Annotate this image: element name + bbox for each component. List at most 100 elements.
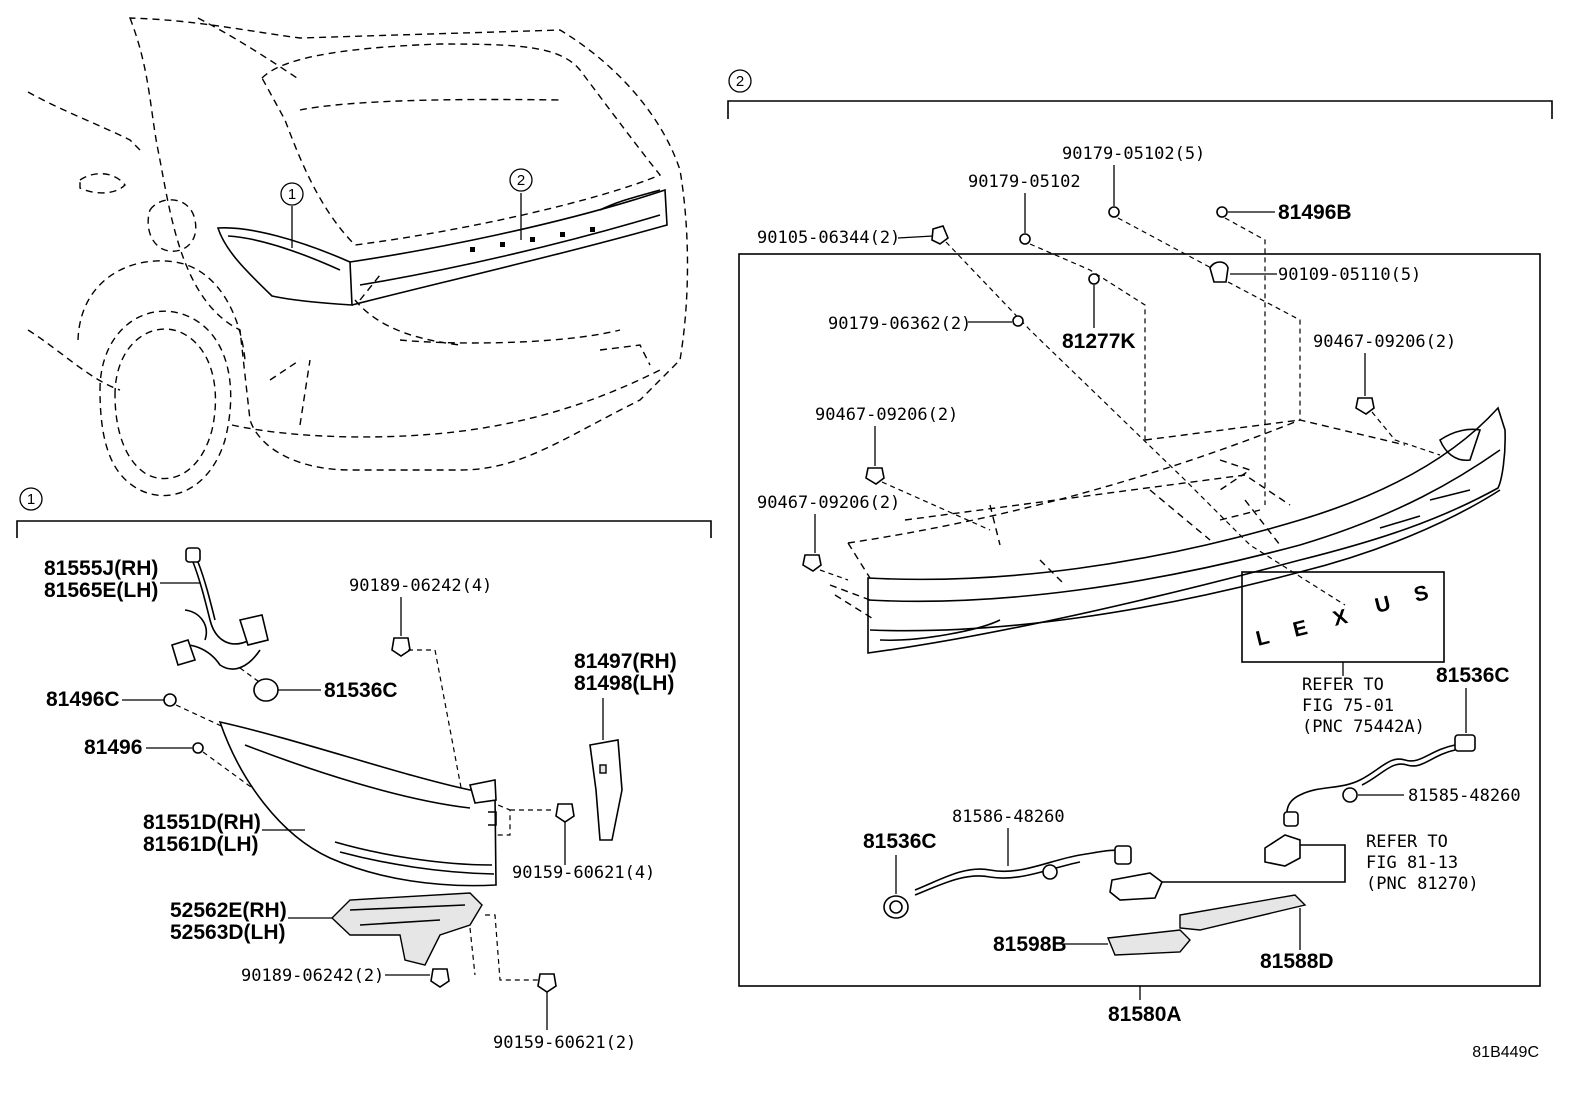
lamp-socket-right bbox=[1264, 834, 1301, 867]
connector-left bbox=[1114, 845, 1132, 865]
label-90179-06362-2: 90179-06362(2) bbox=[828, 314, 971, 334]
refer-1-line-3: (PNC 75442A) bbox=[1302, 717, 1425, 737]
harness-clip-left bbox=[1042, 864, 1058, 880]
rear-garnish-part bbox=[829, 406, 1506, 654]
callout-circle-2-section bbox=[728, 69, 752, 93]
connector-right bbox=[1283, 811, 1299, 827]
lamp-socket-left bbox=[1109, 872, 1163, 901]
section-2: 2 90179-05102(5) bbox=[727, 69, 1553, 1026]
label-81496: 81496 bbox=[84, 736, 142, 759]
emblem-letter-u: U bbox=[1373, 592, 1393, 618]
nut-81496B bbox=[1216, 206, 1228, 218]
grommet-81536C-left-inner bbox=[889, 900, 903, 914]
label-81536C-s1: 81536C bbox=[324, 679, 398, 702]
label-81580A: 81580A bbox=[1108, 1003, 1182, 1026]
screw-90105-06344 bbox=[931, 225, 949, 245]
label-52563D: 52563D(LH) bbox=[170, 921, 286, 944]
label-90105-06344-2: 90105-06344(2) bbox=[757, 228, 900, 248]
screw-90159-60621-2 bbox=[537, 973, 557, 993]
label-81498: 81498(LH) bbox=[574, 672, 674, 695]
license-harness-left: 81586-48260 81536C bbox=[863, 807, 1163, 919]
harness-connector-top bbox=[185, 547, 201, 563]
part-81598B bbox=[1106, 929, 1191, 956]
lexus-emblem: L E X U S REFER TO FIG 75-01 (PNC 75442A… bbox=[1241, 571, 1445, 737]
wire-harness-81555J bbox=[171, 547, 269, 670]
harness-connector-side bbox=[238, 614, 269, 646]
refer-2-line-1: REFER TO bbox=[1366, 832, 1448, 852]
callout-circle-2-car bbox=[509, 168, 533, 192]
lamp-connector bbox=[468, 779, 497, 804]
nut-90179-06362 bbox=[1012, 315, 1024, 327]
figure-code: 81B449C bbox=[1472, 1044, 1539, 1061]
part-81497-slot bbox=[599, 764, 607, 774]
label-81496C: 81496C bbox=[46, 688, 120, 711]
nut-90179-05102-5 bbox=[1108, 206, 1120, 218]
grommet-81536C bbox=[253, 678, 279, 702]
callout-circle-1-section bbox=[19, 487, 43, 511]
label-81561D: 81561D(LH) bbox=[143, 833, 259, 856]
callout-1-section-label: 1 bbox=[27, 491, 35, 508]
refer-2-line-2: FIG 81-13 bbox=[1366, 853, 1458, 873]
nut-81496C bbox=[163, 693, 177, 707]
label-90159-60621-4: 90159-60621(4) bbox=[512, 863, 655, 883]
screw-90189-06242-4 bbox=[391, 637, 411, 657]
s2-bottom-parts: 81598B 81588D 81580A bbox=[993, 894, 1334, 1026]
label-81585-48260: 81585-48260 bbox=[1408, 786, 1521, 806]
clip-90109-05110 bbox=[1209, 261, 1229, 283]
part-81497 bbox=[589, 739, 623, 841]
vehicle-rear-illustration: 1 2 bbox=[27, 17, 689, 497]
part-52562E bbox=[330, 892, 483, 966]
callout-2-section-label: 2 bbox=[736, 73, 744, 90]
nut-90179-05102 bbox=[1019, 233, 1031, 245]
label-81536C-left: 81536C bbox=[863, 830, 937, 853]
emblem-letter-x: X bbox=[1331, 605, 1350, 631]
label-81277K: 81277K bbox=[1062, 330, 1136, 353]
clip-90467-09206-middle bbox=[865, 467, 885, 485]
label-90467-09206-2-middle: 90467-09206(2) bbox=[815, 405, 958, 425]
label-81551D: 81551D(RH) bbox=[143, 811, 261, 834]
section-2-bracket bbox=[727, 100, 1553, 119]
label-90189-06242-2: 90189-06242(2) bbox=[241, 966, 384, 986]
label-81497: 81497(RH) bbox=[574, 650, 677, 673]
rear-combination-lamp bbox=[218, 720, 497, 887]
label-81536C-right: 81536C bbox=[1436, 664, 1510, 687]
label-52562E: 52562E(RH) bbox=[170, 899, 287, 922]
label-90179-05102-5: 90179-05102(5) bbox=[1062, 144, 1205, 164]
label-81555J: 81555J(RH) bbox=[44, 557, 158, 580]
emblem-letter-e: E bbox=[1291, 616, 1310, 642]
callout-circle-1-car bbox=[280, 182, 304, 206]
nut-81277K bbox=[1088, 273, 1100, 285]
part-81588D bbox=[1179, 894, 1307, 931]
refer-1-line-2: FIG 75-01 bbox=[1302, 696, 1394, 716]
clip-90467-09206-right bbox=[1355, 397, 1375, 415]
label-81565E: 81565E(LH) bbox=[44, 579, 158, 602]
emblem-letter-l: L bbox=[1254, 625, 1272, 650]
nut-81496 bbox=[192, 742, 204, 754]
label-81496B: 81496B bbox=[1278, 201, 1352, 224]
label-90159-60621-2: 90159-60621(2) bbox=[493, 1033, 636, 1053]
label-90467-09206-2-right: 90467-09206(2) bbox=[1313, 332, 1456, 352]
label-90179-05102: 90179-05102 bbox=[968, 172, 1081, 192]
screw-90159-60621-4 bbox=[555, 803, 575, 823]
grommet-81536C-right bbox=[1454, 734, 1476, 752]
section-1-bracket bbox=[16, 520, 712, 538]
label-90467-09206-2-left: 90467-09206(2) bbox=[757, 493, 900, 513]
harness-connector-bottom bbox=[171, 639, 197, 666]
label-81586-48260: 81586-48260 bbox=[952, 807, 1065, 827]
screw-90189-06242-2 bbox=[430, 968, 450, 988]
callout-1-car-label: 1 bbox=[288, 186, 296, 203]
callout-2-car-label: 2 bbox=[517, 172, 525, 189]
section-1: 1 81555J(RH) 81565E(LH) 81536C 90189-062… bbox=[16, 487, 712, 1053]
license-harness: 81536C 81585-48260 bbox=[1264, 664, 1521, 867]
refer-1-line-1: REFER TO bbox=[1302, 675, 1384, 695]
label-81588D: 81588D bbox=[1260, 950, 1334, 973]
emblem-letter-s: S bbox=[1412, 581, 1431, 607]
label-90109-05110-5: 90109-05110(5) bbox=[1278, 265, 1421, 285]
refer-2-line-3: (PNC 81270) bbox=[1366, 874, 1479, 894]
grommet-81536C-left bbox=[883, 895, 909, 919]
s2-fasteners: 90179-05102(5) 90179-05102 81496B 90105-… bbox=[757, 144, 1456, 606]
label-81598B: 81598B bbox=[993, 933, 1067, 956]
label-90189-06242-4: 90189-06242(4) bbox=[349, 576, 492, 596]
